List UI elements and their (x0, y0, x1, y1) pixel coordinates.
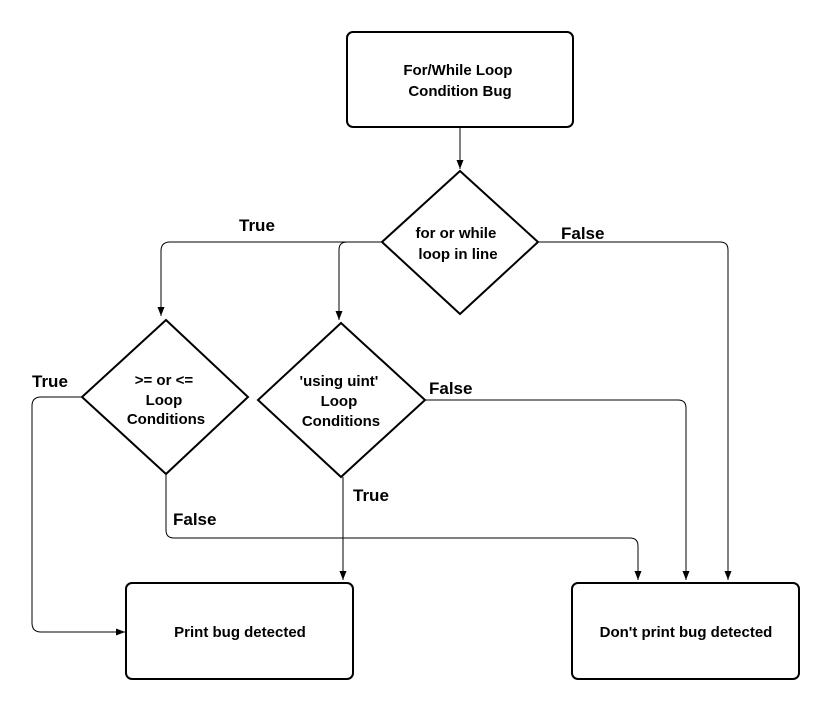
edge-label-uint-false: False (429, 379, 472, 398)
no-print-bug-label: Don't print bug detected (600, 624, 773, 641)
start-label-line-2: Condition Bug (408, 83, 511, 100)
uint-check-label-line-2: Loop (321, 393, 358, 410)
edge-uint-false-to-no-print (425, 399, 690, 580)
edge-label-comparison-true: True (32, 372, 68, 391)
loop-check-diamond (380, 169, 540, 316)
edge-label-comparison-false: False (173, 510, 216, 529)
edge-labels: True False True False True False (32, 216, 604, 529)
uint-check-diamond (256, 321, 427, 479)
node-comparison-check: >= or <= Loop Conditions (80, 318, 250, 476)
start-box (346, 31, 574, 128)
node-uint-check: 'using uint' Loop Conditions (256, 321, 427, 479)
edge-label-loop-false: False (561, 224, 604, 243)
uint-check-label-line-1: 'using uint' (300, 373, 379, 390)
start-label-line-1: For/While Loop (403, 62, 512, 79)
loop-check-label: for or while loop in line (415, 225, 500, 263)
no-print-bug-box (571, 582, 800, 680)
comparison-check-label-line-2: Loop (146, 392, 183, 409)
print-bug-label: Print bug detected (174, 624, 306, 641)
start-label: For/While Loop Condition Bug (403, 62, 516, 100)
node-loop-check: for or while loop in line (380, 169, 540, 316)
comparison-check-label-line-3: Conditions (127, 411, 205, 428)
edge-label-uint-true: True (353, 486, 389, 505)
uint-check-label-line-3: Conditions (302, 413, 380, 430)
edge-loop-true-to-uint (335, 241, 382, 320)
loop-check-label-line-1: for or while (415, 225, 496, 242)
node-start: For/While Loop Condition Bug (346, 31, 574, 128)
edge-comparison-false-to-no-print (165, 474, 642, 580)
edge-label-loop-true: True (239, 216, 275, 235)
uint-check-label: 'using uint' Loop Conditions (300, 373, 383, 430)
edge-loop-true-to-comparison (157, 241, 382, 316)
comparison-check-label: >= or <= Loop Conditions (127, 372, 205, 428)
node-print-bug: Print bug detected (125, 582, 354, 680)
edge-comparison-true-to-print (31, 396, 125, 636)
comparison-check-label-line-1: >= or <= (135, 372, 194, 389)
print-bug-box (125, 582, 354, 680)
connectors (31, 128, 732, 636)
node-no-print-bug: Don't print bug detected (571, 582, 800, 680)
edge-loop-false-to-no-print (537, 241, 732, 580)
loop-check-label-line-2: loop in line (418, 246, 497, 263)
comparison-check-diamond (80, 318, 250, 476)
